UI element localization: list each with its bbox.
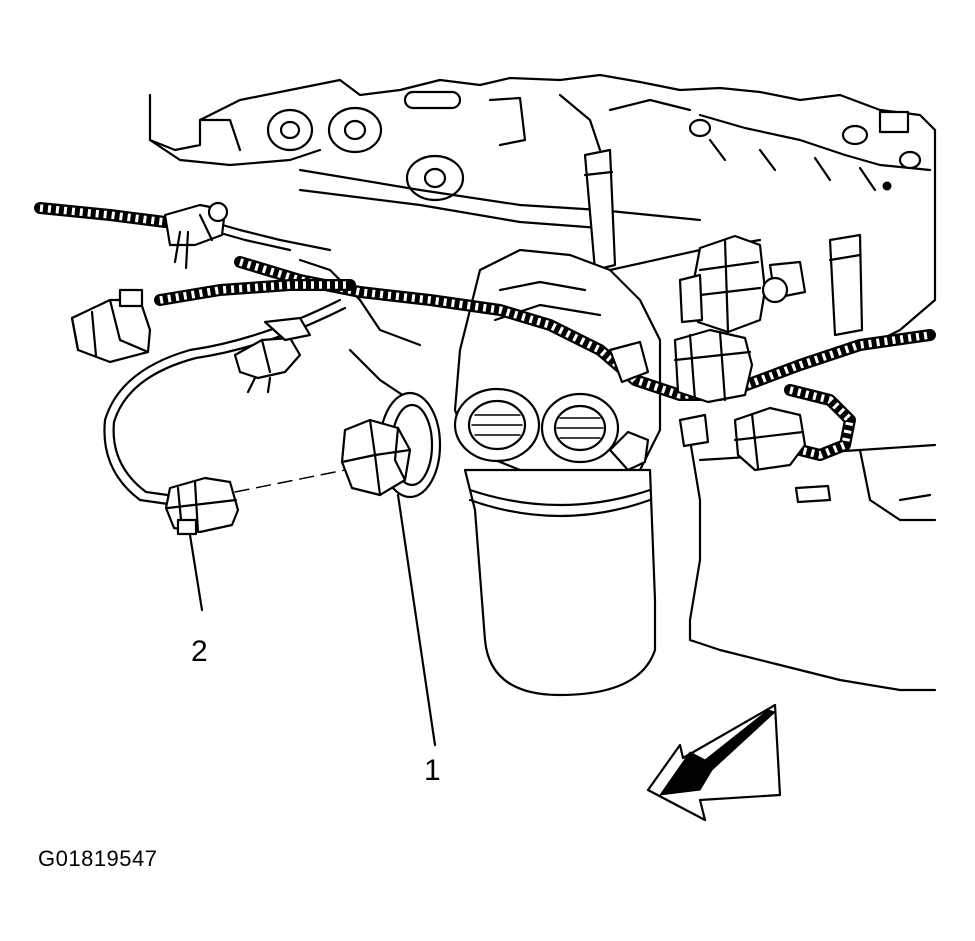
figure-id: G01819547 (38, 846, 158, 871)
oil-pressure-sensor (340, 391, 442, 499)
callout-number-1: 1 (424, 754, 441, 787)
center-right-connector (608, 328, 754, 404)
engine-block (148, 73, 937, 692)
upper-left-plug (163, 201, 229, 270)
front-direction-arrow (646, 703, 782, 822)
wiring-harness (34, 202, 936, 507)
callout-number-2: 2 (191, 635, 208, 668)
callout-leaders (188, 493, 437, 747)
upper-right-connector (678, 234, 807, 334)
oil-filter (463, 468, 657, 697)
left-harness-connector (70, 288, 152, 364)
leader-line-1 (396, 493, 437, 747)
middle-plug (233, 316, 312, 394)
sensor-harness-connector (164, 476, 240, 536)
lower-right-connector (678, 406, 807, 472)
leader-line-2 (188, 533, 204, 612)
